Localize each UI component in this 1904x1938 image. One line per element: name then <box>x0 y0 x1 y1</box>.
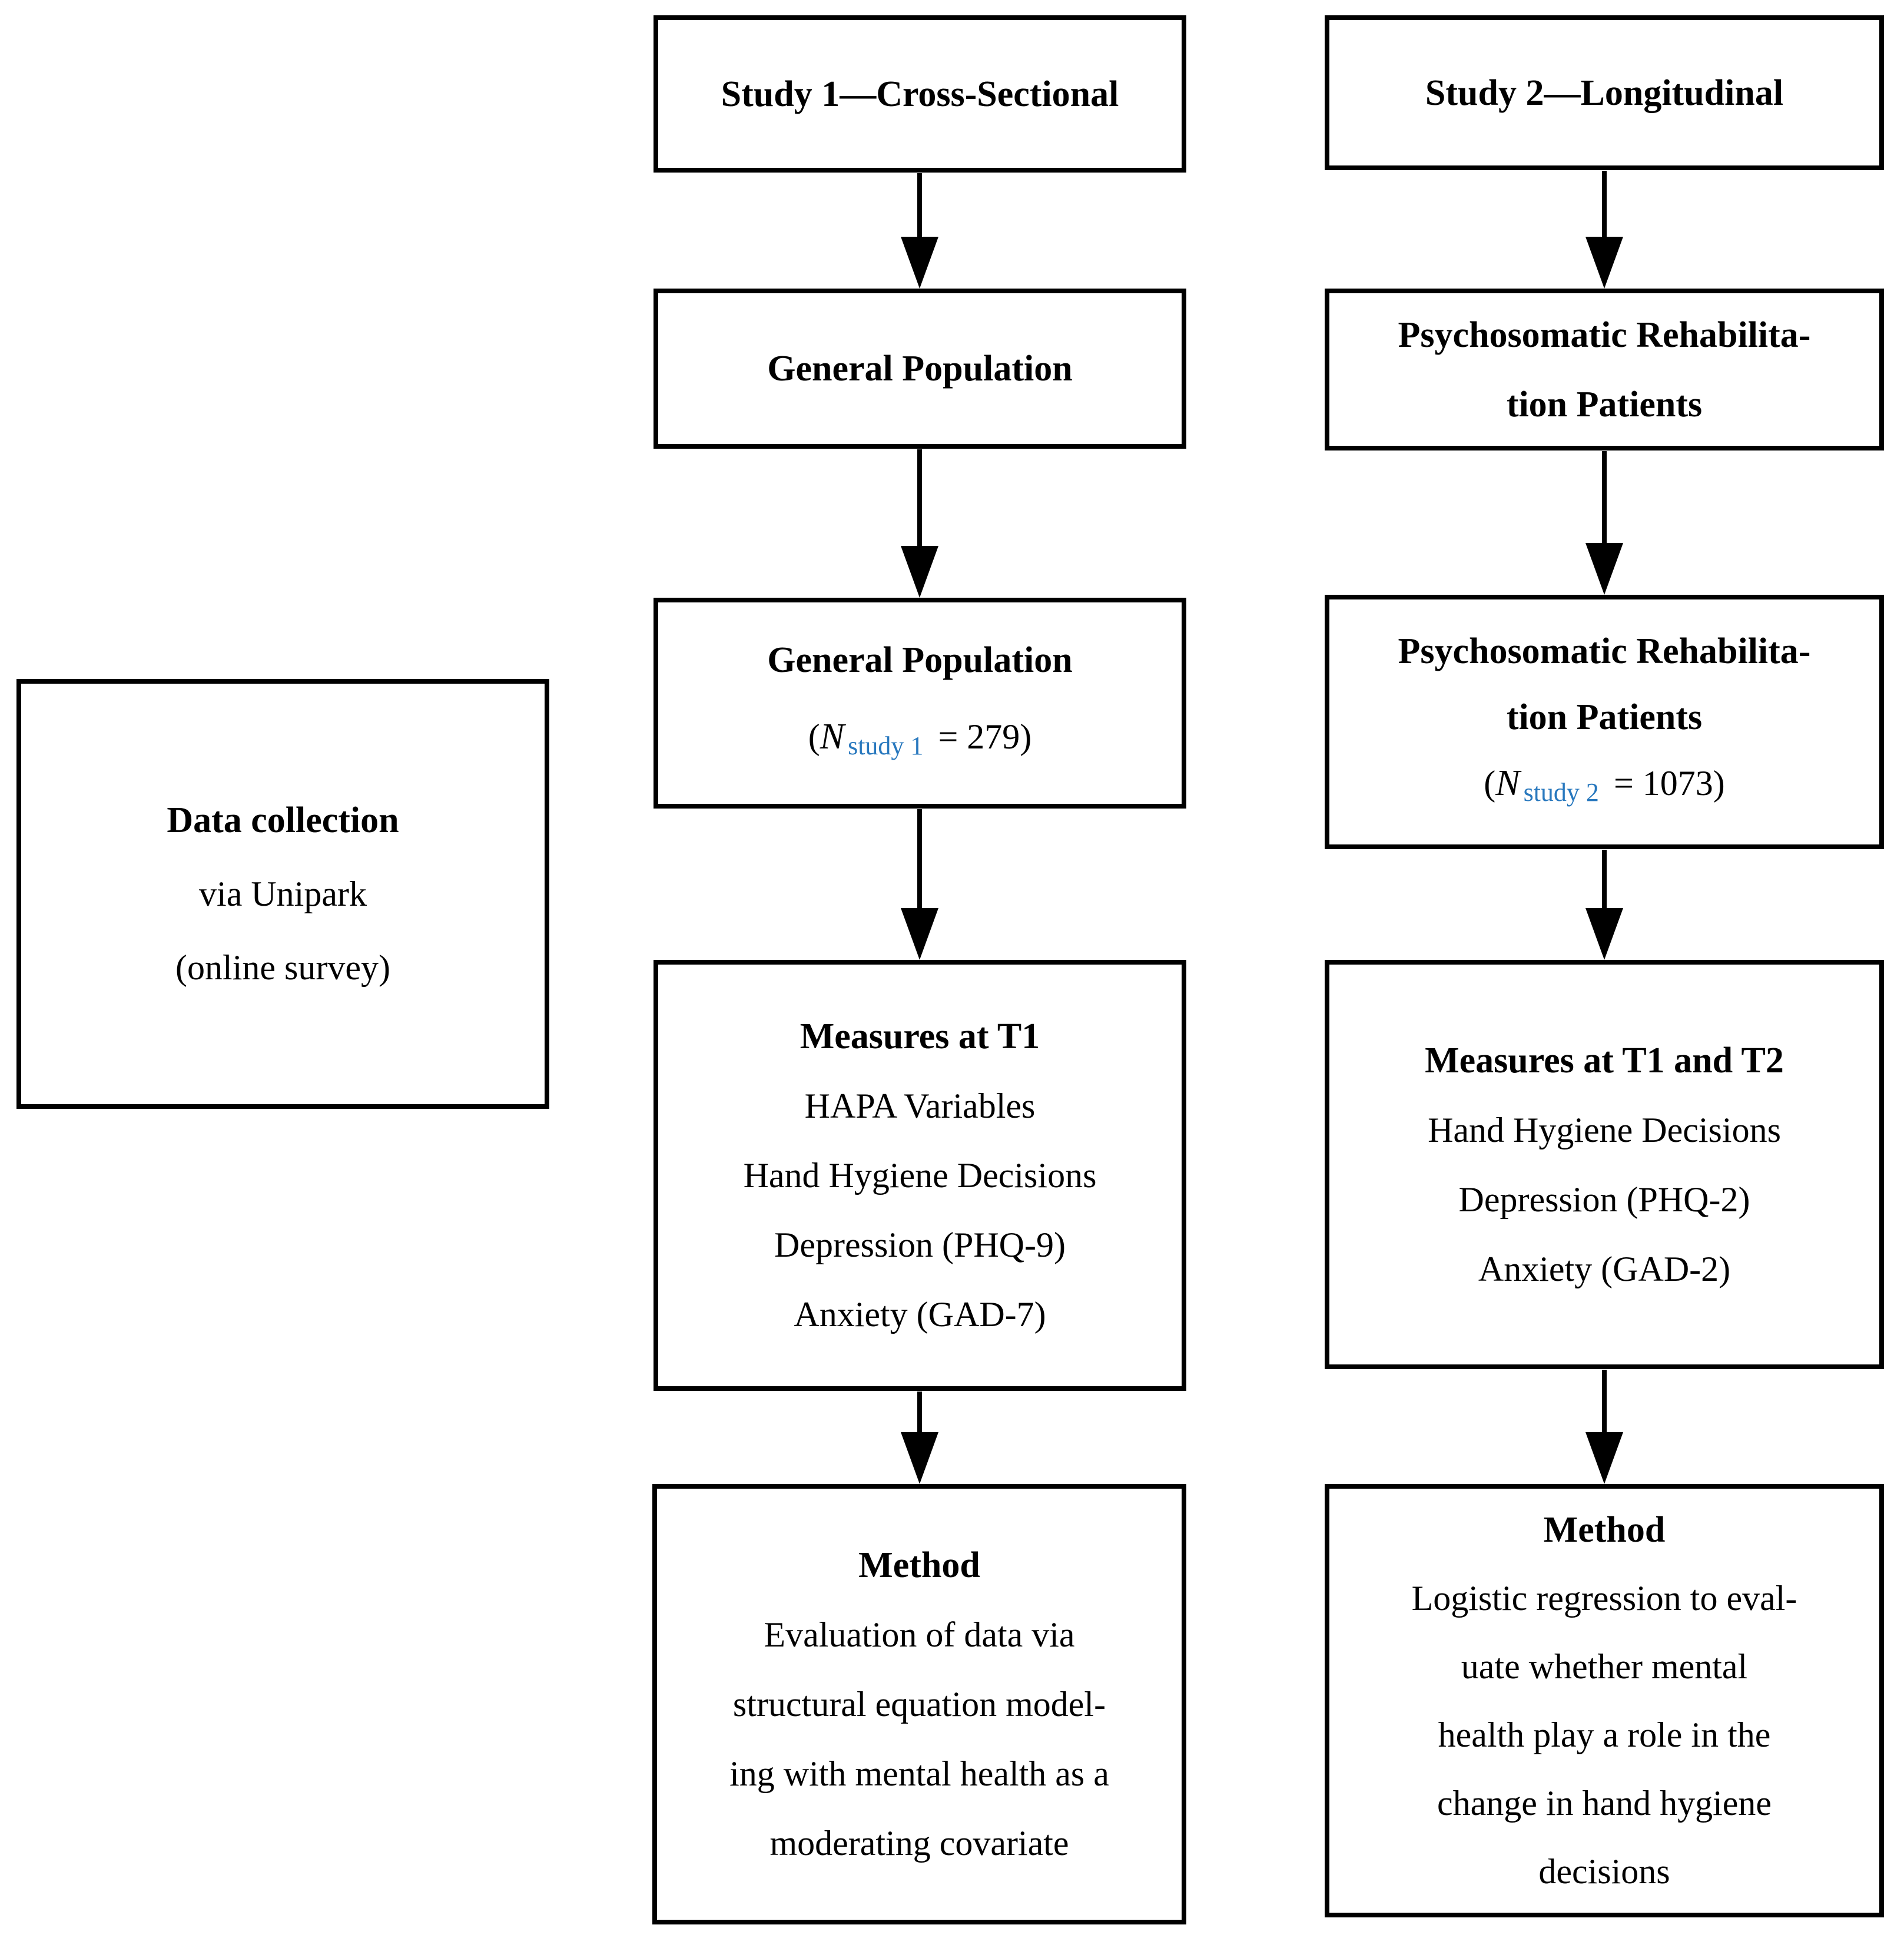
study2-n-symbol: N <box>1495 763 1520 803</box>
study1-header-title: Study 1—Cross-Sectional <box>721 74 1119 114</box>
study1-measures-line: HAPA Variables <box>804 1086 1036 1125</box>
study2-method-line: health play a role in the <box>1438 1715 1771 1754</box>
study1-measures-line: Depression (PHQ-9) <box>774 1225 1066 1264</box>
study2-measures-box: Measures at T1 and T2 Hand Hygiene Decis… <box>1325 960 1884 1369</box>
arrow-study2-sample-to-measures <box>1585 850 1623 960</box>
arrow-study2-header-to-population <box>1585 171 1623 289</box>
arrow-study2-measures-to-method <box>1585 1370 1623 1484</box>
study2-n-subscript: study 2 <box>1523 778 1599 807</box>
study2-header-title: Study 2—Longitudinal <box>1425 72 1784 113</box>
arrow-study1-measures-to-method <box>901 1392 938 1484</box>
data-collection-line2: via Unipark <box>199 874 367 913</box>
study1-method-title: Method <box>858 1545 980 1585</box>
study1-n-value: = 279) <box>929 717 1032 756</box>
study1-method-line: Evaluation of data via <box>764 1615 1075 1654</box>
study1-measures-line: Anxiety (GAD-7) <box>794 1295 1046 1334</box>
study1-method-line: moderating covariate <box>769 1824 1069 1863</box>
study1-measures-box: Measures at T1 HAPA Variables Hand Hygie… <box>654 960 1186 1391</box>
data-collection-line3: (online survey) <box>175 948 390 987</box>
data-collection-box: Data collection via Unipark (online surv… <box>16 679 549 1109</box>
study2-measures-line: Hand Hygiene Decisions <box>1428 1110 1781 1149</box>
arrow-study1-sample-to-measures <box>901 809 938 960</box>
arrow-study1-population-to-sample <box>901 449 938 598</box>
study1-measures-line: Hand Hygiene Decisions <box>743 1156 1097 1195</box>
study2-method-title: Method <box>1543 1510 1666 1550</box>
study1-method-box: Method Evaluation of data via structural… <box>652 1484 1186 1924</box>
study1-population-label: General Population <box>767 349 1073 389</box>
study2-sample-box: Psychosomatic Rehabilita- tion Patients … <box>1325 595 1884 849</box>
study1-n-symbol: N <box>820 717 845 757</box>
study1-population-box: General Population <box>654 289 1186 449</box>
arrow-study1-header-to-population <box>901 173 938 289</box>
study2-population-box: Psychosomatic Rehabilita- tion Patients <box>1325 289 1884 450</box>
study2-method-line: decisions <box>1538 1852 1670 1891</box>
study2-sample-title-line1: Psychosomatic Rehabilita- <box>1398 631 1811 671</box>
study2-population-line1: Psychosomatic Rehabilita- <box>1398 314 1811 355</box>
study2-measures-line: Anxiety (GAD-2) <box>1478 1249 1731 1288</box>
study2-measures-title: Measures at T1 and T2 <box>1425 1040 1784 1081</box>
study2-method-line: change in hand hygiene <box>1437 1784 1772 1823</box>
study2-sample-title-line2: tion Patients <box>1506 697 1703 737</box>
study2-n-open-paren: ( <box>1484 764 1496 803</box>
arrow-study2-population-to-sample <box>1585 451 1623 595</box>
study2-method-line: Logistic regression to eval- <box>1411 1579 1797 1618</box>
study1-n-open-paren: ( <box>808 717 820 756</box>
data-collection-title: Data collection <box>167 800 399 840</box>
study2-population-line2: tion Patients <box>1506 384 1703 425</box>
study1-method-line: structural equation model- <box>732 1685 1106 1724</box>
study1-method-line: ing with mental health as a <box>729 1754 1109 1793</box>
study2-measures-line: Depression (PHQ-2) <box>1458 1180 1750 1219</box>
study1-measures-title: Measures at T1 <box>800 1016 1040 1056</box>
study2-n-value: = 1073) <box>1604 764 1725 803</box>
study1-header-box: Study 1—Cross-Sectional <box>654 15 1186 173</box>
study2-method-line: uate whether mental <box>1461 1647 1748 1686</box>
study1-n-subscript: study 1 <box>848 731 924 760</box>
study2-method-box: Method Logistic regression to eval- uate… <box>1325 1484 1884 1917</box>
study1-sample-title: General Population <box>767 640 1073 680</box>
study2-header-box: Study 2—Longitudinal <box>1325 15 1884 170</box>
